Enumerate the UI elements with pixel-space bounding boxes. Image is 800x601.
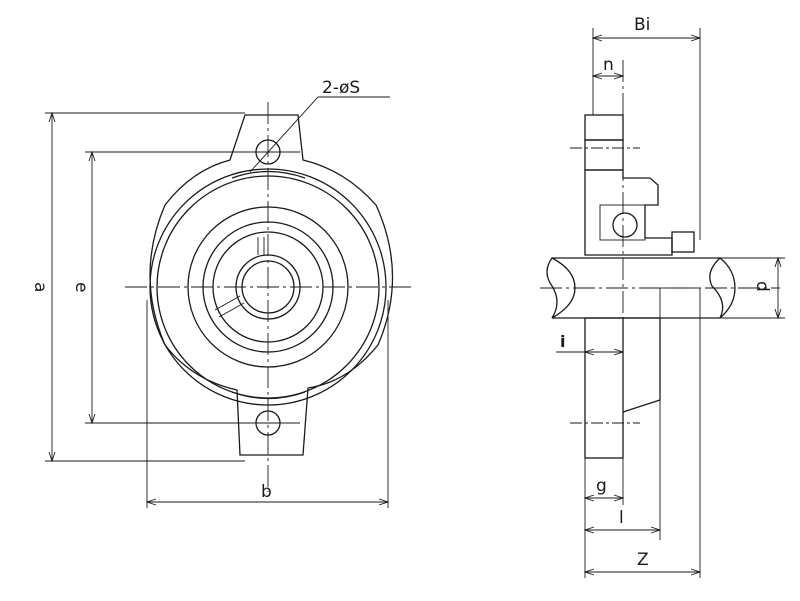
dim-e-arrow: [88, 150, 96, 162]
dim-n-arrow: [613, 72, 625, 80]
set-screw-mark: [214, 295, 241, 311]
dim-n-label: n: [603, 55, 614, 75]
bearing-ball: [612, 212, 638, 238]
dim-i-arrow: [583, 348, 595, 356]
dim-d-label: d: [752, 281, 772, 292]
dim-i-arrow: [613, 348, 625, 356]
dim-l-arrow: [650, 526, 662, 534]
dim-i-label: i: [560, 332, 565, 351]
dim-Bi-arrow: [591, 34, 603, 42]
side-view: Bi n d i g l Z: [540, 15, 785, 578]
dim-l-label: l: [619, 508, 624, 528]
dim-e-arrow: [88, 413, 96, 425]
dim-g-arrow: [613, 494, 625, 502]
set-screw-mark: [218, 302, 245, 318]
set-screw-body: [671, 231, 695, 253]
dim-d-arrow: [774, 256, 782, 268]
lower-lobe-arc: [231, 391, 306, 400]
hole-callout-leader: [249, 96, 390, 173]
bearing-ring-outline: [599, 204, 646, 241]
dim-d-arrow: [774, 308, 782, 320]
dim-b-label: b: [261, 482, 272, 502]
dim-a-arrow: [48, 111, 56, 123]
dim-Z-label: Z: [637, 550, 649, 570]
front-view: 2-øS a e b: [30, 78, 412, 508]
dim-Z-arrow: [690, 568, 702, 576]
dim-b-arrow: [145, 498, 157, 506]
dim-a-label: a: [30, 282, 50, 292]
dim-g-arrow: [583, 494, 595, 502]
flange-upper-section: [584, 114, 624, 141]
dim-b-arrow: [378, 498, 390, 506]
dim-g-label: g: [596, 476, 607, 496]
lower-housing-body: [622, 317, 661, 413]
housing-section: [584, 169, 673, 256]
shaft-left-break: [546, 257, 576, 319]
dim-Bi-label: Bi: [634, 15, 650, 35]
dim-Bi-arrow: [690, 34, 702, 42]
flange-upper-body: [584, 139, 624, 171]
inner-ring-extension: [659, 287, 701, 319]
dim-n-arrow: [591, 72, 603, 80]
lower-flange-plate: [584, 317, 624, 459]
hole-callout-label: 2-øS: [322, 78, 360, 98]
dim-l-arrow: [583, 526, 595, 534]
flange-outline: [149, 114, 394, 456]
dim-Z-arrow: [583, 568, 595, 576]
dim-e-label: e: [71, 282, 91, 292]
dim-a-arrow: [48, 451, 56, 463]
